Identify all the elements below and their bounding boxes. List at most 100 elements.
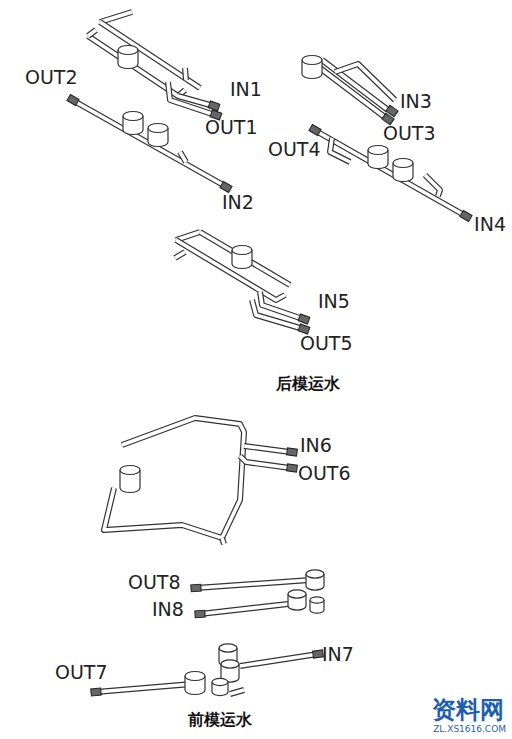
fitting <box>191 584 201 592</box>
fitting-body <box>67 94 79 105</box>
pipe <box>230 690 244 694</box>
pipe-fill <box>88 30 96 36</box>
pipe <box>316 131 464 215</box>
pipe <box>260 292 300 318</box>
fitting-body <box>91 688 102 696</box>
pipe-fill <box>200 604 288 614</box>
pipe <box>240 456 290 468</box>
pipe <box>74 101 225 186</box>
pipe-fill <box>180 152 186 162</box>
fitting-body <box>386 105 398 116</box>
pipe <box>200 604 288 614</box>
channel-label: OUT5 <box>300 334 353 353</box>
channel-label: OUT4 <box>268 140 321 159</box>
pipe <box>100 12 132 22</box>
channel-label: IN6 <box>300 436 332 455</box>
fitting <box>460 210 472 221</box>
pipe <box>222 538 224 544</box>
channel-label: OUT7 <box>55 663 108 682</box>
baffle-top <box>185 672 205 681</box>
baffle-top <box>232 246 252 255</box>
pipe <box>104 418 244 538</box>
pipe-fill <box>100 12 132 22</box>
fitting-body <box>309 124 321 135</box>
pipe <box>244 446 290 452</box>
pipe <box>168 82 212 114</box>
baffle-top <box>221 660 239 668</box>
pipe-fill <box>240 456 290 468</box>
pipe <box>185 68 186 80</box>
pipe-fill <box>185 68 186 80</box>
channel-label: OUT2 <box>25 68 78 87</box>
channel-label: IN7 <box>322 645 354 664</box>
pipe <box>252 300 300 328</box>
pipe-fill <box>104 418 244 538</box>
pipe-fill <box>260 292 300 318</box>
channel-label: IN4 <box>474 215 506 234</box>
pipe <box>330 138 350 162</box>
baffle-top <box>123 112 143 121</box>
baffle-top <box>120 466 140 475</box>
channel-label: OUT3 <box>383 124 436 143</box>
fitting-body <box>195 610 205 618</box>
fitting <box>287 464 298 472</box>
channel-label: IN8 <box>152 600 184 619</box>
channel-label: IN1 <box>230 80 262 99</box>
pipe-fill <box>168 82 212 114</box>
pipe <box>88 30 96 36</box>
watermark: 资料网 <box>432 698 504 722</box>
watermark: ZL.XS1616.COM <box>433 725 506 734</box>
pipe <box>335 64 395 100</box>
fitting-body <box>287 448 298 456</box>
pipe <box>312 62 386 118</box>
pipe-fill <box>230 690 244 694</box>
pipe-fill <box>312 62 386 118</box>
fitting <box>287 448 298 456</box>
channel-label: OUT6 <box>298 464 351 483</box>
baffle-top <box>148 124 168 133</box>
baffle-top <box>118 46 138 55</box>
fitting <box>313 650 324 658</box>
pipe-fill <box>244 446 290 452</box>
section-caption: 后模运水 <box>276 376 340 392</box>
fitting <box>195 610 205 618</box>
fitting-body <box>298 314 310 324</box>
pipe-fill <box>425 175 440 196</box>
baffle-top <box>306 570 324 578</box>
channel-label: IN2 <box>222 193 254 212</box>
pipe-fill <box>175 252 185 258</box>
baffle-top <box>302 56 322 65</box>
pipe <box>175 252 185 258</box>
fitting-body <box>313 650 324 658</box>
pipe <box>425 175 440 196</box>
pipe <box>196 580 310 588</box>
baffle-top <box>393 159 413 168</box>
fitting <box>67 94 79 105</box>
fitting <box>386 105 398 116</box>
channel-label: IN3 <box>400 92 432 111</box>
pipe-fill <box>316 131 464 215</box>
fitting <box>298 324 310 334</box>
section-caption: 前模运水 <box>188 712 252 728</box>
channel-label: OUT8 <box>128 573 181 592</box>
channel-label: IN5 <box>318 292 350 311</box>
fitting <box>220 181 232 192</box>
pipe <box>200 232 290 285</box>
pipe-fill <box>252 300 300 328</box>
pipe-fill <box>96 684 192 692</box>
fitting <box>298 314 310 324</box>
pipe-fill <box>200 232 290 285</box>
baffle-top <box>212 678 228 685</box>
fitting-body <box>287 464 298 472</box>
pipe-fill <box>330 138 350 162</box>
pipe <box>240 654 318 666</box>
pipe-fill <box>240 654 318 666</box>
fitting-body <box>208 101 220 111</box>
fitting-body <box>298 324 310 334</box>
fitting-body <box>220 181 232 192</box>
fitting <box>309 124 321 135</box>
baffle-top <box>310 597 324 603</box>
baffle-top <box>368 146 388 155</box>
pipe-fill <box>196 580 310 588</box>
